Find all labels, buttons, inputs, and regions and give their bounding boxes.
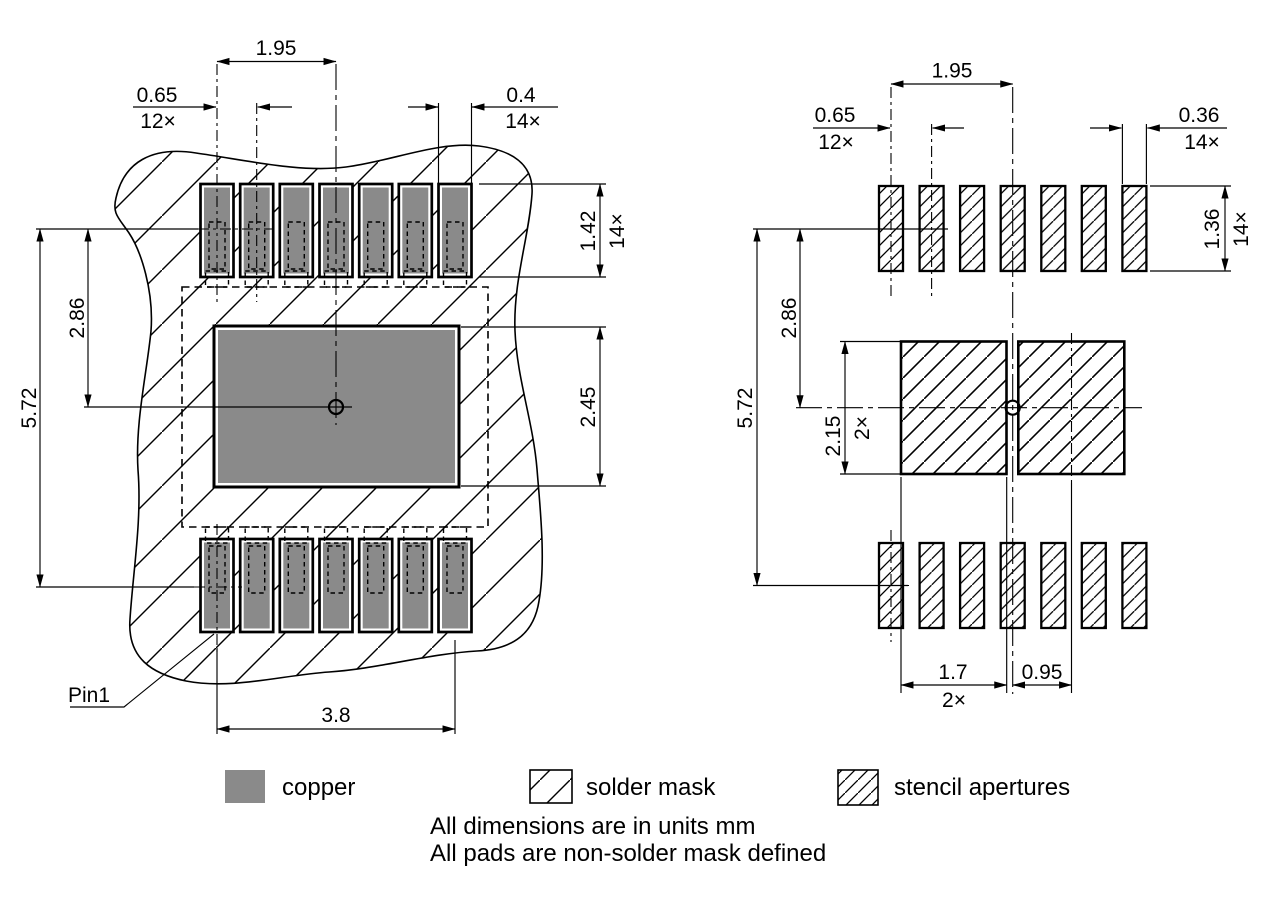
dim-label: 2.15 [822,416,845,457]
dim-pitch-offset: 1.95 [216,37,337,66]
dim-label: 0.65 [137,84,178,107]
dim-label: 5.72 [734,388,757,429]
stencil-aperture [1121,184,1148,273]
pin1-callout: Pin1 [68,633,215,708]
stencil-aperture [1121,541,1148,630]
stencil-aperture [958,541,986,630]
dim-thermal-height: 2.45 [461,326,606,487]
dim-label: 1.95 [932,60,973,83]
dim-thermal-aperture-width: 1.7 2× [900,477,1008,712]
dim-pitch-offset: 1.95 [890,60,1014,88]
dim-thermal-aperture-height: 2.15 2× [822,340,900,475]
copper-pad [357,525,394,634]
stencil-aperture [918,541,945,630]
units-note: All dimensions are in units mm [430,813,755,840]
dim-label: 3.8 [321,704,350,727]
stencil-swatch [837,769,879,806]
dim-pad-height: 1.42 14× [479,183,629,278]
package-center-mark [1004,399,1021,416]
dim-count: 2× [851,416,874,440]
stencil-aperture [1080,184,1107,273]
dim-row-span: 5.72 [734,228,948,587]
dim-pitch: 0.65 12× [813,104,964,154]
dim-row-width: 3.8 [216,640,456,734]
copper-pad [278,525,315,634]
dim-count: 2× [942,689,966,712]
dim-aperture-height: 1.36 14× [1150,185,1253,272]
dim-aperture-width: 0.36 14× [1090,104,1227,184]
dim-center-offset: 2.86 [778,228,804,409]
dim-label: 2.86 [66,298,89,339]
package-center-mark [327,398,345,416]
dim-count: 14× [1230,211,1253,247]
dim-label: 0.36 [1179,104,1220,127]
copper-pad [318,525,354,634]
mask-defined-note: All pads are non-solder mask defined [430,840,826,867]
copper-swatch [225,770,265,803]
dim-count: 14× [505,110,541,133]
copper-pad [397,182,434,289]
copper-pad [397,525,434,634]
copper-pad [238,525,275,634]
copper-legend-label: copper [282,774,355,801]
copper-pad [437,182,473,289]
copper-pad [278,182,315,289]
dim-pad-width: 0.4 14× [408,84,558,183]
dim-center-offset: 2.86 [66,228,92,408]
solder-mask-legend-label: solder mask [586,774,716,801]
stencil-aperture [1040,541,1067,630]
dim-thermal-aperture-offset: 0.95 [1012,333,1073,693]
right-view-stencil-pattern: 1.95 0.65 12× 0.36 14× 1.36 14× [734,60,1253,713]
solder-mask-swatch [529,769,573,804]
copper-pad [357,182,394,289]
stencil-aperture [958,184,986,273]
pin1-label: Pin1 [68,684,110,707]
stencil-legend-label: stencil apertures [894,774,1070,801]
notes: All dimensions are in units mm All pads … [430,813,826,867]
dim-label: 0.65 [815,104,856,127]
legend: copper solder mask stencil apertures [225,769,1070,806]
thermal-aperture-left [899,340,1008,476]
dim-row-span: 5.72 [18,228,272,588]
dim-label: 0.4 [506,84,536,107]
copper-pad [437,525,473,634]
dim-label: 1.95 [256,37,297,60]
dim-count: 12× [818,131,854,154]
dim-count: 14× [606,213,629,249]
stencil-aperture [1080,541,1107,630]
dim-label: 2.45 [577,387,600,428]
dim-label: 1.36 [1201,209,1224,250]
left-view-copper-land-pattern: 1.95 0.65 12× 0.4 14× 1.42 14× [18,37,629,734]
stencil-aperture [1040,184,1067,273]
copper-pad-row-bottom [199,525,473,634]
dim-count: 14× [1184,131,1220,154]
dim-label: 1.42 [577,211,600,252]
dim-label: 0.95 [1022,661,1063,684]
dim-label: 1.7 [938,661,967,684]
dim-label: 5.72 [18,388,41,429]
dim-count: 12× [140,110,176,133]
dim-label: 2.86 [778,298,801,339]
dim-pitch: 0.65 12× [133,84,292,133]
